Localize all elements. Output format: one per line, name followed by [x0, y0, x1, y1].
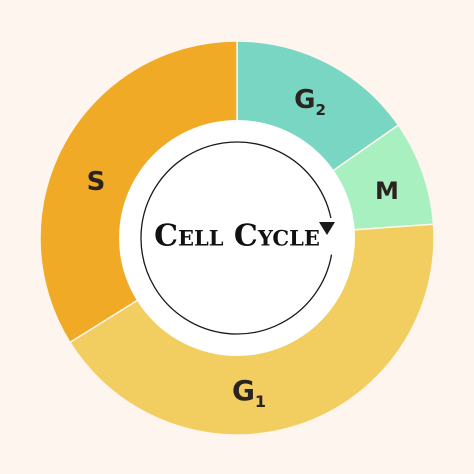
segment-label-g1-subscript: 1 [255, 392, 266, 411]
cycle-arrow-head-icon [319, 222, 335, 235]
segment-label-g2-main: G [294, 85, 315, 115]
segment-label-s-main: S [87, 167, 106, 197]
diagram-title: Cell Cycle [154, 219, 320, 254]
segment-label-g2: G2 [294, 85, 326, 119]
cycle-arrow-arc [140, 141, 333, 335]
segment-label-m-main: M [375, 177, 399, 205]
segment-label-g2-subscript: 2 [315, 101, 325, 119]
segment-label-g1: G1 [232, 374, 266, 411]
segment-label-m: M [375, 177, 399, 205]
segment-label-g1-main: G [232, 374, 255, 407]
segment-label-s: S [87, 167, 106, 197]
inner-circle [119, 120, 355, 356]
